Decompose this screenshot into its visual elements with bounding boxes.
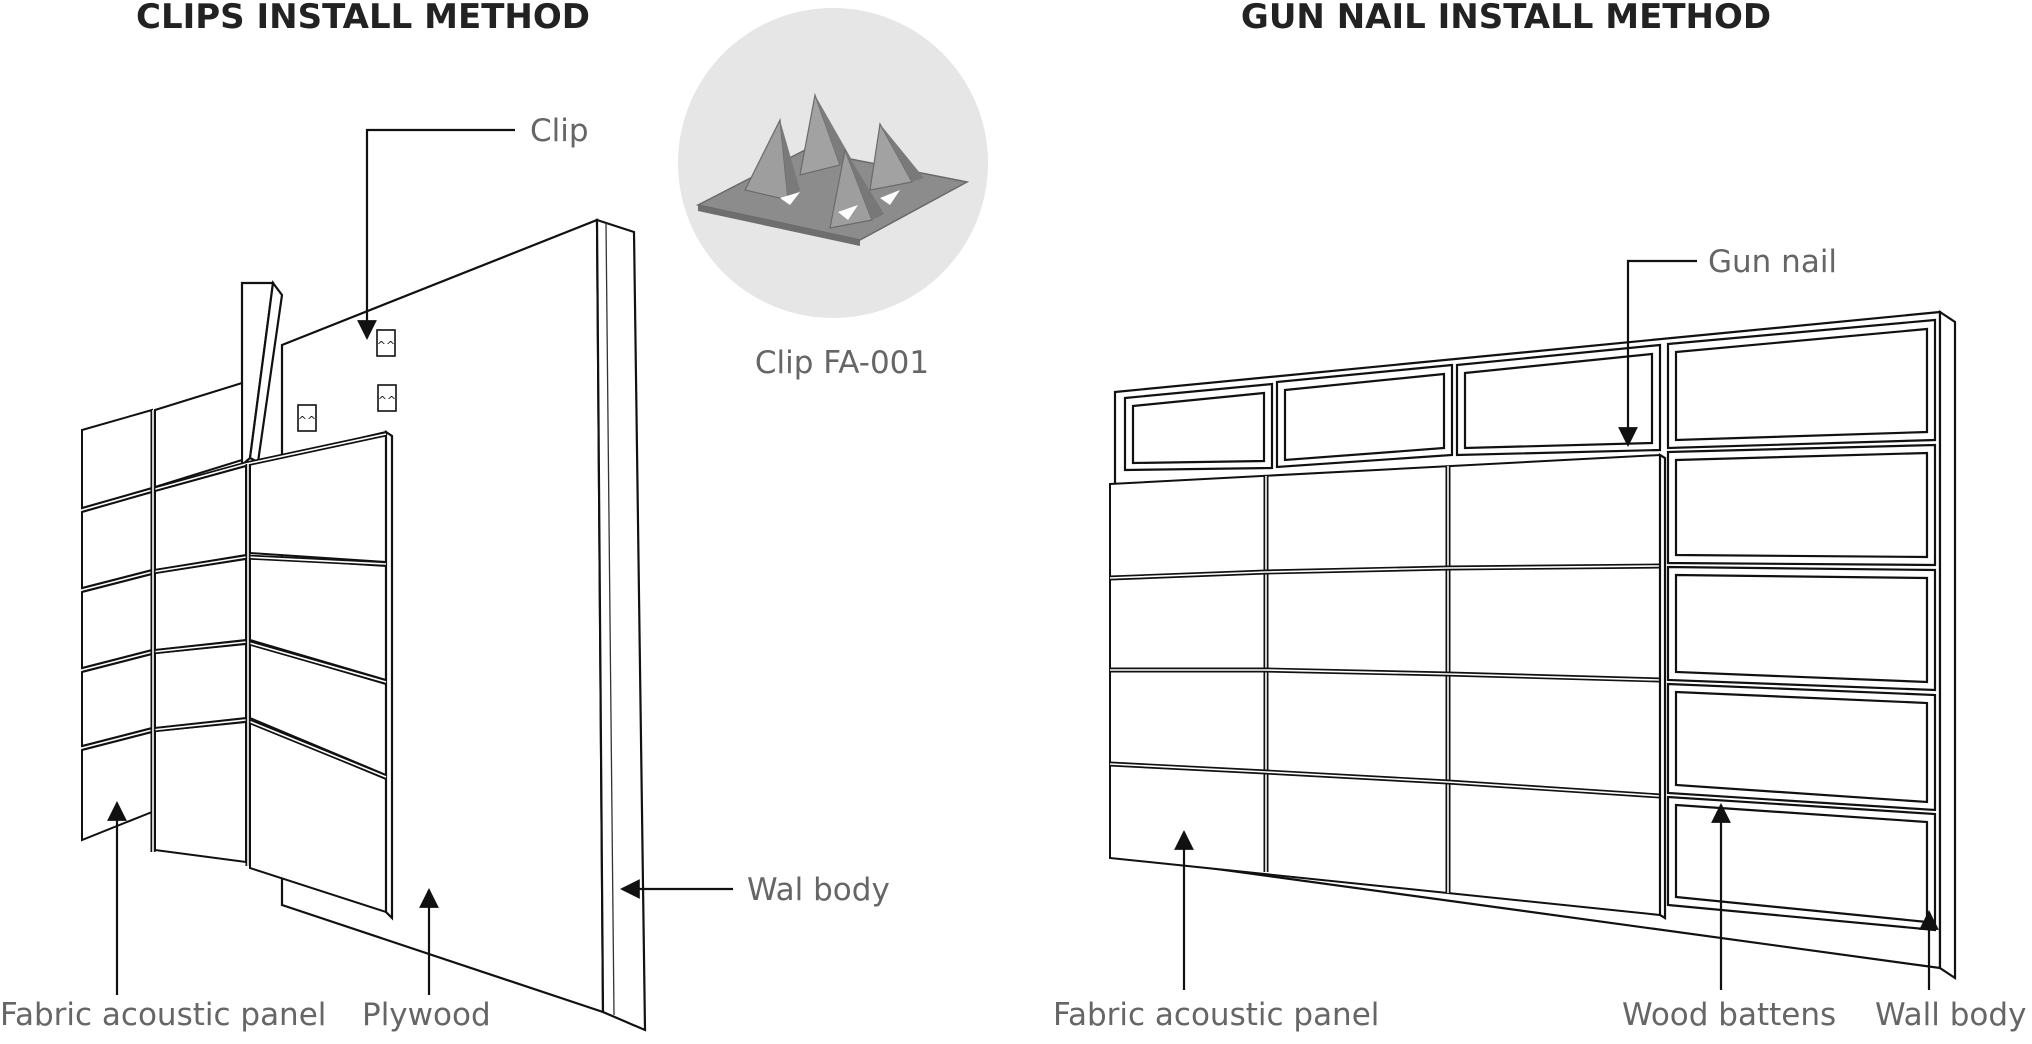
fabric-panel-grid-left: [81, 381, 394, 921]
clip-inset-caption: Clip FA-001: [755, 345, 929, 381]
wall-body-leader-right: Wall body: [1875, 910, 2026, 1033]
plywood-label: Plywood: [362, 997, 491, 1033]
clips-install-section: CLIPS INSTALL METHOD ^^ ^^ ^^: [0, 0, 890, 1033]
fabric-panel-grid-right: [1109, 453, 1667, 920]
gun-nail-install-section: GUN NAIL INSTALL METHOD: [1053, 0, 2026, 1033]
svg-text:^^: ^^: [377, 339, 395, 352]
clips-method-title: CLIPS INSTALL METHOD: [136, 0, 590, 37]
wal-body-leader: Wal body: [620, 872, 890, 908]
svg-text:^^: ^^: [378, 394, 396, 407]
wood-battens-label: Wood battens: [1622, 997, 1836, 1033]
clip-leader: Clip: [357, 113, 589, 340]
tilted-panel: [240, 280, 284, 468]
clip-fa-001-image: [695, 92, 970, 246]
fabric-panel-label-left: Fabric acoustic panel: [0, 997, 326, 1033]
gun-nail-leader: Gun nail: [1618, 244, 1837, 447]
svg-text:^^: ^^: [298, 414, 316, 427]
wal-body-label: Wal body: [747, 872, 890, 908]
clip-label: Clip: [530, 113, 589, 149]
gun-nail-label: Gun nail: [1708, 244, 1837, 280]
plywood-leader: Plywood: [362, 888, 491, 1033]
fabric-panel-leader-right: Fabric acoustic panel: [1053, 830, 1379, 1033]
wall-body-label-right: Wall body: [1875, 997, 2026, 1033]
clip-squares: ^^ ^^ ^^: [297, 329, 397, 432]
gun-nail-method-title: GUN NAIL INSTALL METHOD: [1241, 0, 1771, 37]
clip-inset: Clip FA-001: [678, 8, 988, 381]
fabric-panel-leader-left: Fabric acoustic panel: [0, 801, 326, 1033]
fabric-panel-label-right: Fabric acoustic panel: [1053, 997, 1379, 1033]
wood-battens-leader: Wood battens: [1622, 803, 1836, 1033]
